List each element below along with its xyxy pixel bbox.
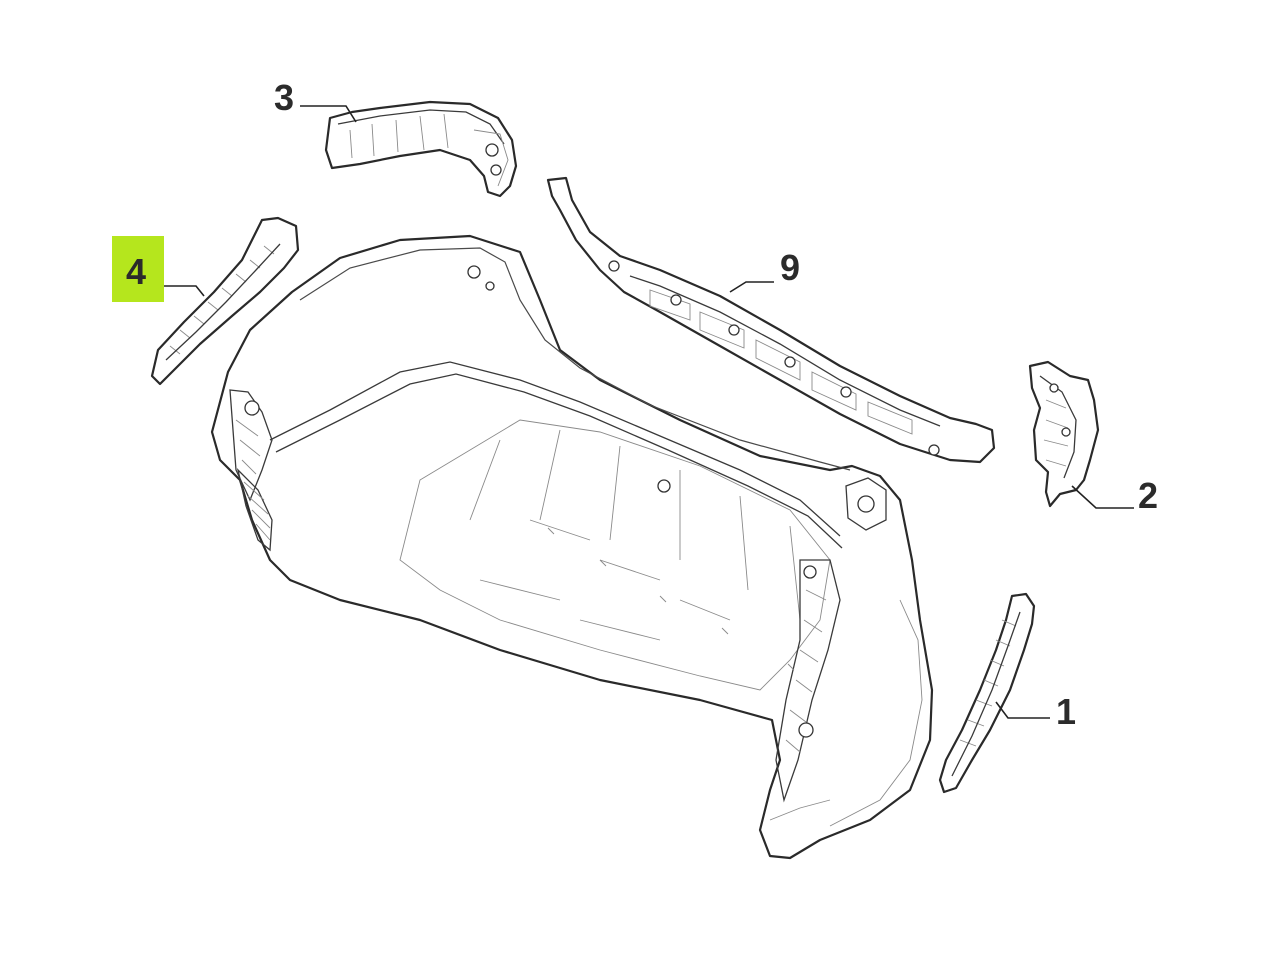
part-2-bracket: [1028, 360, 1100, 508]
callout-4-highlight: [112, 236, 164, 302]
callout-4[interactable]: 4: [126, 251, 146, 292]
leader-1: [995, 701, 1050, 719]
leader-9: [729, 281, 774, 293]
part-9-beam: [546, 176, 996, 464]
bumper-cover: [210, 234, 934, 860]
callout-2[interactable]: 2: [1138, 475, 1158, 516]
part-1-strip: [938, 592, 1036, 794]
leader-2: [1071, 485, 1134, 509]
callout-3[interactable]: 3: [274, 77, 294, 118]
part-3-bracket: [324, 100, 518, 198]
part-4-strip: [150, 216, 300, 386]
leader-3: [300, 105, 357, 123]
leader-4: [164, 285, 205, 297]
callout-9[interactable]: 9: [780, 247, 800, 288]
callout-1[interactable]: 1: [1056, 691, 1076, 732]
